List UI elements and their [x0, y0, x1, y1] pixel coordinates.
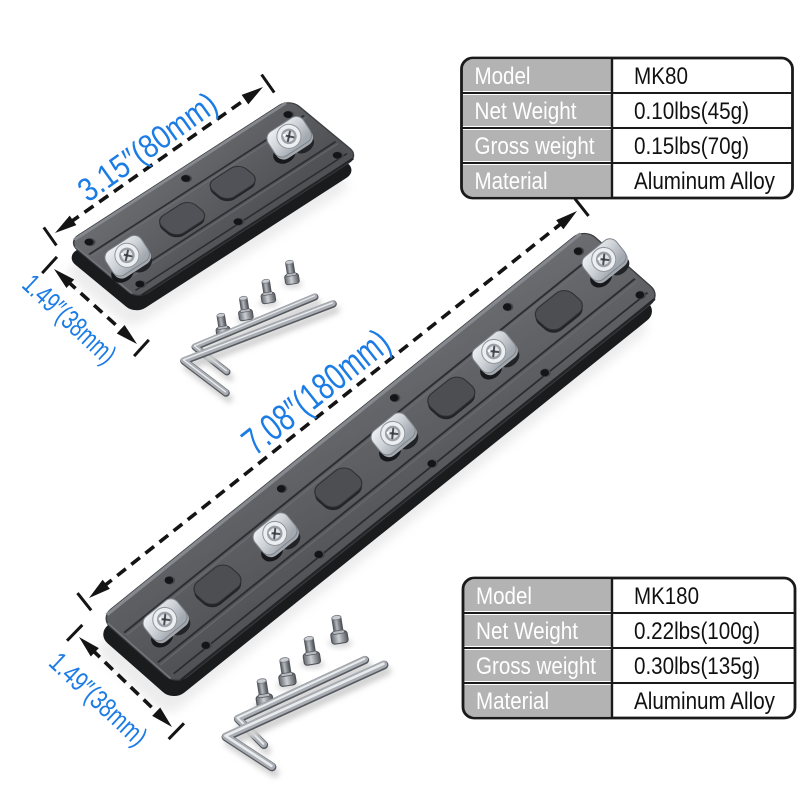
svg-text:MK80: MK80: [634, 63, 688, 90]
svg-text:Net Weight: Net Weight: [476, 618, 578, 645]
svg-text:0.10lbs(45g): 0.10lbs(45g): [634, 98, 749, 125]
svg-text:Material: Material: [475, 168, 548, 195]
svg-text:Model: Model: [475, 63, 531, 90]
svg-text:MK180: MK180: [634, 583, 699, 610]
svg-text:Aluminum Alloy: Aluminum Alloy: [634, 168, 775, 195]
svg-text:Gross weight: Gross weight: [476, 653, 596, 680]
svg-text:0.22lbs(100g): 0.22lbs(100g): [634, 618, 760, 645]
svg-text:0.30lbs(135g): 0.30lbs(135g): [634, 653, 760, 680]
svg-text:Material: Material: [476, 688, 549, 715]
svg-text:Gross weight: Gross weight: [475, 133, 595, 160]
svg-text:Net Weight: Net Weight: [475, 98, 577, 125]
svg-text:0.15lbs(70g): 0.15lbs(70g): [634, 133, 749, 160]
svg-text:Model: Model: [476, 583, 532, 610]
svg-text:Aluminum Alloy: Aluminum Alloy: [634, 688, 775, 715]
